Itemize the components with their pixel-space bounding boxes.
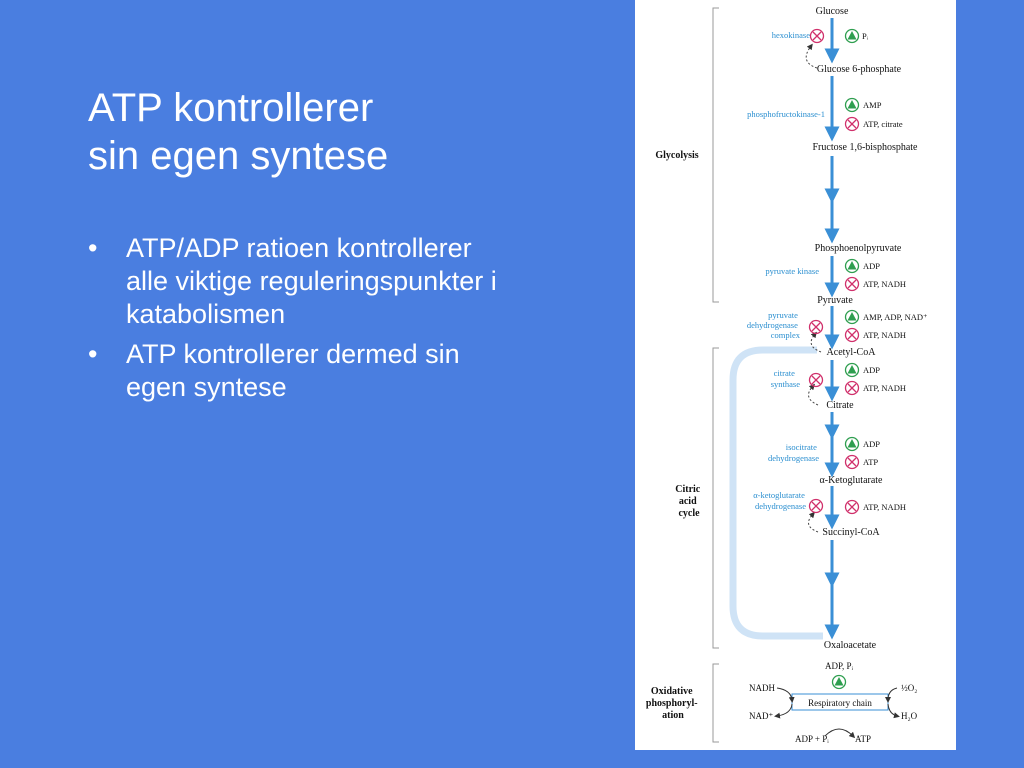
oxphos-o2: ½O₂ <box>901 683 917 693</box>
slide-title: ATP kontrollerer sin egen syntese <box>88 84 608 180</box>
oxphos-nad: NAD⁺ <box>749 711 773 721</box>
inhibitor-icon <box>844 116 860 132</box>
metabolite-alpha-ketoglutarate: α-Ketoglutarate <box>820 475 884 486</box>
inhibitor-icon <box>808 498 824 514</box>
metabolite-pyruvate: Pyruvate <box>817 295 853 306</box>
slide-title-line-1: ATP kontrollerer <box>88 86 374 130</box>
effector-hexokinase-activator: Pᵢ <box>862 31 869 41</box>
section-label-citric: Citric acid cycle <box>675 484 703 519</box>
section-label-oxphos: Oxidative phosphoryl- ation <box>646 686 700 721</box>
activator-icon <box>844 309 860 325</box>
bullet-text: ATP/ADP ratioen kontrollerer alle viktig… <box>126 233 497 329</box>
effector-cs-activator: ADP <box>863 365 880 375</box>
activator-icons <box>831 28 860 690</box>
oxphos-adp-pi: ADP + Pᵢ <box>795 734 829 744</box>
metabolite-glucose-6-phosphate: Glucose 6-phosphate <box>817 64 902 75</box>
inhibitor-icon <box>809 28 825 44</box>
oxphos-group: ADP, Pᵢ Respiratory chain NADH NAD⁺ ½O₂ … <box>749 661 918 744</box>
slide-title-line-2: sin egen syntese <box>88 134 389 178</box>
effector-pk-inhibitor: ATP, NADH <box>863 279 906 289</box>
oxphos-nadh: NADH <box>749 683 775 693</box>
enzyme-pdh: pyruvate dehydrogenase complex <box>747 310 801 340</box>
pathway-diagram: Glycolysis Citric acid cycle Oxidative p… <box>646 6 928 744</box>
bullet-marker: • <box>88 233 98 263</box>
metabolite-citrate: Citrate <box>826 400 854 411</box>
inhibitor-icon <box>844 276 860 292</box>
activator-icon <box>844 436 860 452</box>
activator-icon <box>844 362 860 378</box>
effector-pdh-inhibitor: ATP, NADH <box>863 330 906 340</box>
oxphos-atp: ATP <box>855 734 871 744</box>
respiratory-chain-label: Respiratory chain <box>808 698 872 708</box>
oxphos-bracket <box>712 663 719 743</box>
effector-pfk-inhibitor: ATP, citrate <box>863 119 903 129</box>
bullet-marker: • <box>88 339 98 369</box>
oxphos-input-top: ADP, Pᵢ <box>825 661 854 671</box>
metabolite-phosphoenolpyruvate: Phosphoenolpyruvate <box>815 243 902 254</box>
effector-pdh-activator: AMP, ADP, NAD⁺ <box>863 312 928 322</box>
enzyme-isocitrate-dh: isocitrate dehydrogenase <box>768 442 819 463</box>
inhibitor-icon <box>808 319 824 335</box>
effector-pk-activator: ADP <box>863 261 880 271</box>
oxphos-h2o: H₂O <box>901 711 918 721</box>
metabolite-glucose: Glucose <box>816 6 849 17</box>
activator-icon <box>831 674 847 690</box>
enzyme-pyruvate-kinase: pyruvate kinase <box>765 266 819 276</box>
cycle-return-band <box>729 346 823 640</box>
activator-icon <box>844 97 860 113</box>
effector-akg-inhibitor: ATP, NADH <box>863 502 906 512</box>
enzyme-hexokinase: hexokinase <box>772 30 810 40</box>
activator-icon <box>844 28 860 44</box>
bullet-item: • ATP kontrollerer dermed sin egen synte… <box>88 338 508 404</box>
inhibitor-icon <box>808 372 824 388</box>
inhibitor-icon <box>844 499 860 515</box>
activator-icon <box>844 258 860 274</box>
effector-idh-activator: ADP <box>863 439 880 449</box>
enzyme-labels: hexokinase phosphofructokinase-1 pyruvat… <box>747 30 825 511</box>
metabolite-fructose-bisphosphate: Fructose 1,6-bisphosphate <box>813 142 919 153</box>
metabolite-acetyl-coa: Acetyl-CoA <box>827 347 877 358</box>
bullet-list: • ATP/ADP ratioen kontrollerer alle vikt… <box>88 232 508 411</box>
metabolic-regulation-figure: Glycolysis Citric acid cycle Oxidative p… <box>635 0 956 750</box>
inhibitor-icon <box>844 454 860 470</box>
section-label-glycolysis: Glycolysis <box>655 150 698 161</box>
bullet-item: • ATP/ADP ratioen kontrollerer alle vikt… <box>88 232 508 331</box>
effector-cs-inhibitor: ATP, NADH <box>863 383 906 393</box>
metabolite-labels: Glucose Glucose 6-phosphate Fructose 1,6… <box>813 6 919 651</box>
enzyme-phosphofructokinase: phosphofructokinase-1 <box>747 109 825 119</box>
oxphos-arrows <box>774 687 900 739</box>
metabolite-oxaloacetate: Oxaloacetate <box>824 640 877 651</box>
glycolysis-bracket <box>712 7 719 303</box>
metabolite-succinyl-coa: Succinyl-CoA <box>822 527 880 538</box>
inhibitor-icon <box>844 380 860 396</box>
effector-labels: Pᵢ AMP ATP, citrate ADP ATP, NADH AMP, A… <box>862 31 928 512</box>
inhibitor-icon <box>844 327 860 343</box>
enzyme-citrate-synthase: citrate synthase <box>771 368 801 389</box>
feedback-arrows <box>805 43 822 533</box>
effector-pfk-activator: AMP <box>863 100 882 110</box>
citric-acid-cycle-bracket <box>712 347 719 649</box>
effector-idh-inhibitor: ATP <box>863 457 878 467</box>
bullet-text: ATP kontrollerer dermed sin egen syntese <box>126 339 460 402</box>
inhibitor-icons <box>808 28 860 515</box>
enzyme-akg-dh: α-ketoglutarate dehydrogenase <box>753 490 807 511</box>
